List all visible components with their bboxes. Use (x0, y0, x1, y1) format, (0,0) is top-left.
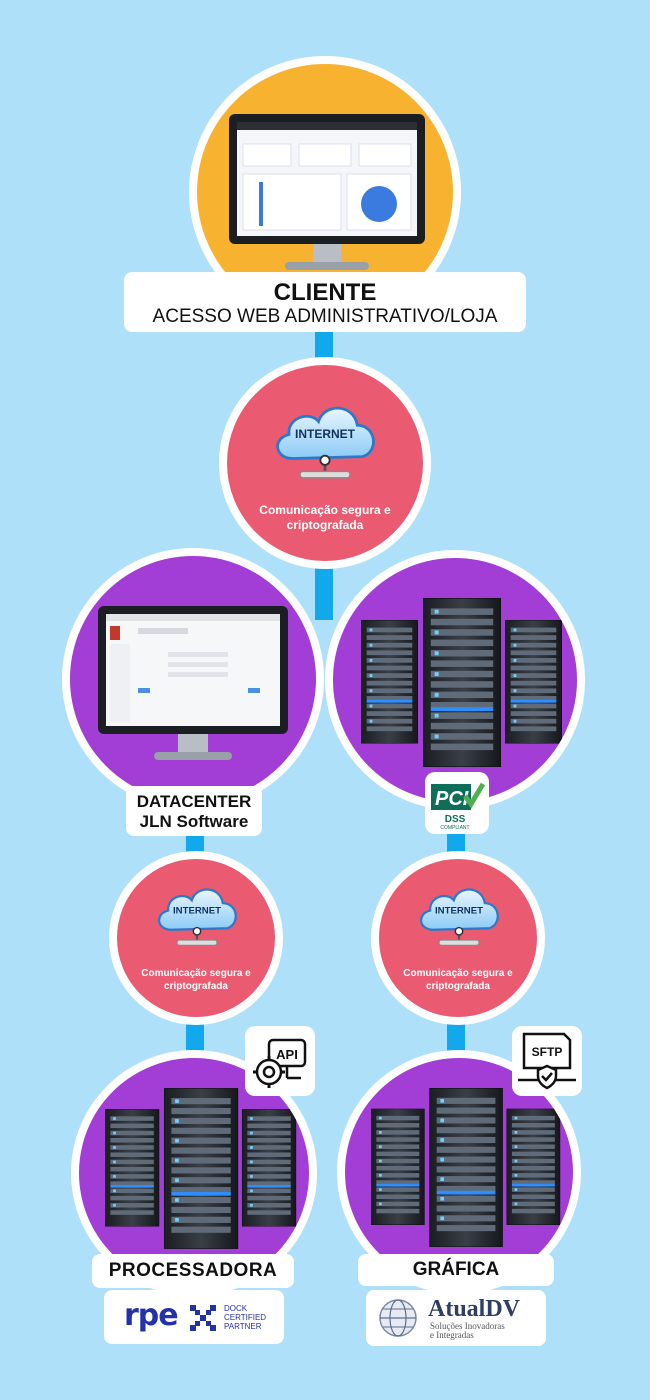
internet-word: INTERNET (295, 427, 356, 441)
internet-circle-left: INTERNET Comunicação segura e criptograf… (109, 851, 283, 1025)
datacenter-circle (62, 548, 324, 810)
monitor-icon (98, 606, 288, 760)
atualdv-tag2: e Integradas (430, 1330, 474, 1340)
internet-circle-main: INTERNET Comunicação segura e criptograf… (219, 357, 431, 569)
dock-partner-text: DOCK CERTIFIED PARTNER (224, 1304, 266, 1331)
rpe-logo: rpe (124, 1298, 179, 1333)
dock-logo-icon (190, 1305, 216, 1331)
monitor-icon (229, 114, 425, 270)
pci-dss-text: DSS (445, 814, 466, 825)
internet-word: INTERNET (435, 906, 483, 917)
internet-circle-right: INTERNET Comunicação segura e criptograf… (371, 851, 545, 1025)
client-label: CLIENTE ACESSO WEB ADMINISTRATIVO/LOJA (124, 272, 526, 332)
processadora-label: PROCESSADORA (92, 1254, 294, 1288)
datacenter-label: DATACENTER JLN Software (126, 786, 262, 836)
internet-caption-line2: criptografada (164, 981, 228, 992)
globe-icon (379, 1299, 417, 1337)
internet-caption: Comunicação segura e criptografada (227, 503, 423, 533)
server-rack-icon (105, 1088, 297, 1249)
internet-caption-line2: criptografada (426, 981, 490, 992)
connector-internet-split (315, 560, 333, 620)
servers-circle (325, 550, 585, 810)
grafica-title: GRÁFICA (412, 1259, 500, 1280)
internet-caption-line1: Comunicação segura e (141, 968, 251, 979)
dock-line2: CERTIFIED (224, 1313, 267, 1322)
api-badge: API (245, 1026, 315, 1096)
sftp-file-icon: SFTP (518, 1032, 576, 1090)
pci-compliant-text: COMPLIANT (440, 825, 469, 831)
pci-text: PCI (435, 788, 469, 810)
datacenter-line1: DATACENTER (136, 792, 252, 811)
cloud-icon: INTERNET (149, 877, 245, 953)
processadora-title: PROCESSADORA (108, 1260, 278, 1281)
internet-caption: Comunicação segura e criptografada (117, 967, 275, 993)
pci-dss-badge: PCI DSS COMPLIANT (425, 772, 489, 834)
atualdv-name: AtualDV (428, 1296, 521, 1322)
client-title: CLIENTE (273, 279, 377, 306)
api-text: API (276, 1047, 298, 1062)
dock-line1: DOCK (224, 1304, 248, 1313)
internet-caption: Comunicação segura e criptografada (379, 967, 537, 993)
rpe-logo-box: rpe DOCK CERTIFIED PARTNER (104, 1290, 284, 1344)
cloud-icon: INTERNET (411, 877, 507, 953)
cloud-icon: INTERNET (265, 393, 385, 487)
grafica-label: GRÁFICA (358, 1254, 554, 1286)
internet-caption-line1: Comunicação segura e (403, 968, 513, 979)
internet-word: INTERNET (173, 906, 221, 917)
server-rack-icon (371, 1088, 561, 1248)
sftp-text: SFTP (532, 1045, 563, 1059)
pci-logo-icon: PCI DSS COMPLIANT (431, 782, 486, 831)
datacenter-line2: JLN Software (139, 812, 249, 831)
dock-line3: PARTNER (224, 1322, 262, 1331)
atualdv-tag1: Soluções Inovadoras (430, 1321, 505, 1331)
sftp-badge: SFTP (512, 1026, 582, 1096)
client-subtitle: ACESSO WEB ADMINISTRATIVO/LOJA (152, 306, 498, 327)
api-gear-icon: API (253, 1038, 307, 1088)
server-rack-icon (361, 598, 563, 767)
atualdv-logo-box: AtualDV Soluções Inovadoras e Integradas (366, 1290, 546, 1346)
internet-caption-line1: Comunicação segura e (259, 503, 391, 517)
atualdv-tagline: Soluções Inovadoras e Integradas (430, 1322, 505, 1340)
internet-caption-line2: criptografada (286, 518, 364, 532)
